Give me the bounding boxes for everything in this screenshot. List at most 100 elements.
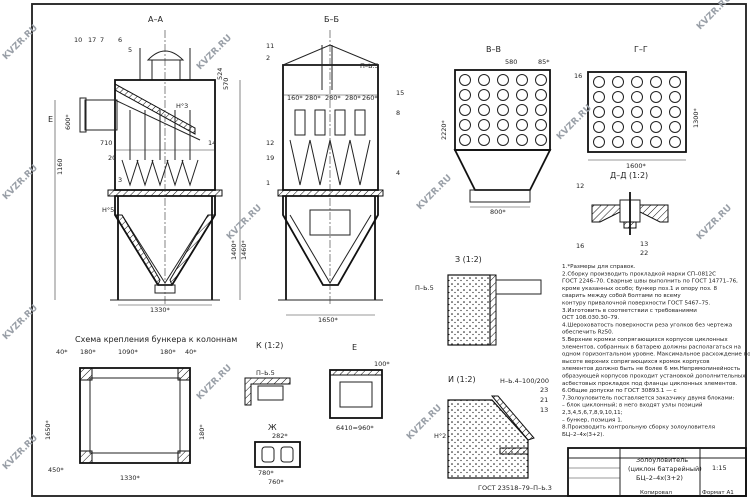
title-a-a: А–А <box>148 15 163 24</box>
tube-circle <box>631 91 643 103</box>
tube-circle <box>497 74 509 86</box>
product-name-2: (циклон батарейный) <box>628 465 702 473</box>
part-13: 16 <box>576 242 584 250</box>
title-block: Золоуловитель (циклон батарейный) БЦ–2–4… <box>567 447 747 497</box>
title-g-g: Г–Г <box>634 45 648 54</box>
title-k: К (1:2) <box>256 341 283 350</box>
dim-180b: 180* <box>160 348 176 356</box>
tube-circle <box>535 74 547 86</box>
note-line: 1.*Размеры для справок. <box>562 264 636 270</box>
part-3: 3 <box>118 176 122 184</box>
dim-800a: 800* <box>490 208 506 216</box>
part-n2: Н°2 <box>434 432 446 440</box>
view-i: И (1:2) Н–Ь.4–100/200 ГОСТ 23518–79–П–Ь.… <box>434 375 552 492</box>
view-zh: Ж 282* 780* 760* <box>254 423 301 486</box>
note-line: БЦ–2–4х(3+2). <box>562 432 604 438</box>
tube-circle <box>497 89 509 101</box>
tube-circle <box>650 91 662 103</box>
tube-circle <box>612 76 624 88</box>
tube-circle <box>631 76 643 88</box>
tube-circle <box>650 106 662 118</box>
dim-760: 760* <box>268 478 284 486</box>
dim-1650: 1650* <box>318 316 339 324</box>
weld-k: П–Ь.5 <box>256 369 275 377</box>
part-23: 22 <box>640 249 648 257</box>
title-v-v: В–В <box>486 45 501 54</box>
dim-1400: 1400* <box>230 239 238 260</box>
dim-1300: 1300* <box>692 107 700 128</box>
svg-text:Е: Е <box>48 115 53 124</box>
watermark-text: KVZR.RU <box>1 433 40 472</box>
note-line: образующей корпусов проходит установкой … <box>562 373 746 380</box>
tube-circle <box>535 119 547 131</box>
note-line: элементов должно быть не более 6 мм.Непр… <box>562 365 740 372</box>
part-14: 14 <box>208 139 216 147</box>
part-12: 16 <box>574 72 582 80</box>
part-n5: Н°5 <box>102 206 114 214</box>
tube-circle <box>478 104 490 116</box>
dim-780: 780* <box>258 469 274 477</box>
sheet-format: Формат А1 <box>702 490 734 496</box>
note-line: – бункер, позиция 1. <box>562 417 623 423</box>
tube-circle <box>478 134 490 146</box>
tube-circle <box>612 106 624 118</box>
part-4: 4 <box>396 169 400 177</box>
scheme-mount: Схема крепления бункера к колоннам 40* 1… <box>44 335 237 482</box>
part-21: 23 <box>540 386 548 394</box>
tube-circle <box>669 91 681 103</box>
dim-160: 160* <box>287 94 303 102</box>
tube-circle <box>516 119 528 131</box>
part-15: 15 <box>396 89 404 97</box>
note-line: сварить между собой болтами по всему <box>562 292 681 299</box>
view-z: З (1:2) П–Ь.5 <box>415 255 542 346</box>
dim-1330: 1330* <box>150 306 171 314</box>
part-17: 17 <box>88 36 96 44</box>
dim-710: 710 <box>100 139 112 147</box>
note-line: 8.Производить контрольную сборку золоуло… <box>562 425 715 431</box>
title-d-d: Д–Д (1:2) <box>610 171 648 180</box>
dim-260: 260* <box>362 94 378 102</box>
tube-circle <box>650 76 662 88</box>
title-b-b: Б–Б <box>324 15 339 24</box>
note-line: 2.Сборку производить прокладкой марки СП… <box>562 270 716 277</box>
watermark-text: KVZR.RU <box>195 33 234 72</box>
tube-grid-g <box>593 76 681 148</box>
view-d-d: Д–Д (1:2) 12 16 13 22 <box>576 171 669 257</box>
watermark-text: KVZR.RU <box>415 173 454 212</box>
title-scheme: Схема крепления бункера к колоннам <box>75 335 237 344</box>
tube-circle <box>669 76 681 88</box>
note-line: обеспечить Rz50. <box>562 330 614 336</box>
tube-circle <box>535 89 547 101</box>
note-line: элементов, собранных в батарею должны ра… <box>562 344 741 350</box>
dim-1460: 1460* <box>240 239 248 260</box>
dim-6410: 6410=960* <box>336 424 374 432</box>
tube-circle <box>612 121 624 133</box>
tube-grid-v <box>459 74 547 146</box>
note-line: 4.Шероховатость поверхности реза уголков… <box>562 322 732 328</box>
tube-circle <box>535 104 547 116</box>
scale-value: 1:15 <box>712 464 727 472</box>
tube-circle <box>516 74 528 86</box>
weld-i: Н–Ь.4–100/200 <box>500 377 549 385</box>
tube-circle <box>631 106 643 118</box>
note-line: – блок циклонный; в него входят узлы поз… <box>562 402 703 409</box>
part-20: 20 <box>108 154 116 162</box>
dim-280c: 280* <box>345 94 361 102</box>
watermark-text: KVZR.RU <box>1 23 40 62</box>
tube-circle <box>593 121 605 133</box>
part-5: 5 <box>128 46 132 54</box>
dim-1160: 1160 <box>56 158 64 175</box>
view-b-b: Б–Б 1650* 160* 280* 280* 280* 260* <box>266 15 404 324</box>
watermark-text: KVZR.RU <box>195 363 234 402</box>
dim-40a: 40* <box>56 348 68 356</box>
part-1: 1 <box>266 179 270 187</box>
view-a-a: А–А <box>48 15 248 314</box>
dim-180a: 180* <box>80 348 96 356</box>
dim-280b: 280* <box>325 94 341 102</box>
part-16b: 12 <box>576 182 584 190</box>
dim-100: 100* <box>374 360 390 368</box>
product-name-1: Золоуловитель <box>636 456 688 464</box>
tube-circle <box>593 106 605 118</box>
tube-circle <box>631 136 643 148</box>
note-line: одном горизонтальном уровне. Максимально… <box>562 352 750 358</box>
